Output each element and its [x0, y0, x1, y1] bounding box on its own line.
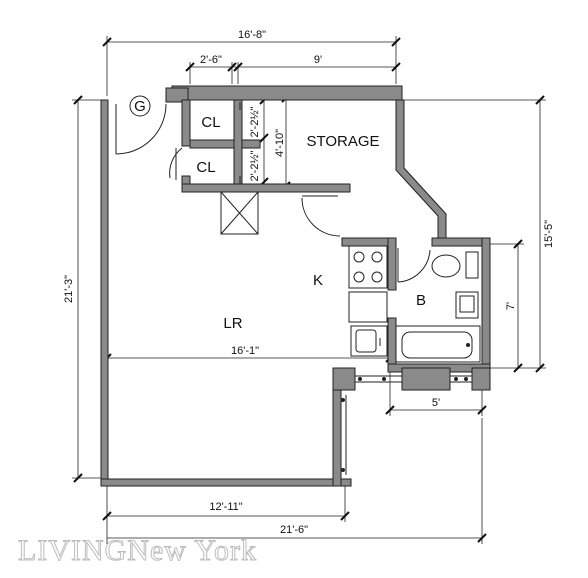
label-closet-upper: CL — [201, 114, 220, 131]
dim-closet-depth-lower: 2'-2½" — [249, 150, 261, 181]
dim-lr-width: 16'-1" — [231, 345, 259, 357]
room-labels: G CL CL STORAGE K B LR — [134, 98, 426, 332]
toilet-bowl — [431, 254, 461, 278]
dim-top-overall: 16'-8" — [238, 29, 266, 41]
doors — [115, 102, 431, 283]
stove — [348, 245, 388, 289]
fixtures — [129, 95, 481, 363]
label-storage: STORAGE — [306, 133, 379, 150]
windows — [340, 375, 472, 475]
dim-top-closet: 2'-6" — [200, 54, 222, 66]
dim-closet-depth-upper: 2'-2½" — [249, 106, 261, 137]
walls — [100, 85, 491, 487]
refrigerator — [348, 291, 388, 323]
toilet-tank — [465, 251, 479, 279]
label-kitchen: K — [313, 272, 323, 289]
dim-bath-width: 5' — [432, 397, 440, 409]
label-living-room: LR — [223, 315, 242, 332]
dimension-lines — [72, 36, 546, 544]
label-bath: B — [416, 292, 426, 309]
dim-bath-depth: 7' — [505, 302, 517, 310]
dim-top-storage: 9' — [314, 54, 322, 66]
watermark: LIVINGNew York — [18, 534, 257, 567]
dim-storage-depth: 4'-10" — [274, 129, 286, 157]
gas-meter-icon — [129, 95, 151, 117]
dim-left-overall: 21'-3" — [63, 275, 75, 303]
label-gas-meter: G — [134, 98, 146, 115]
dim-bottom-lr: 12'-11" — [209, 501, 242, 513]
dim-bottom-overall: 21'-6" — [280, 524, 308, 536]
label-closet-lower: CL — [196, 159, 215, 176]
dim-right-overall: 15'-5" — [543, 220, 555, 248]
dimension-labels: 16'-8" 2'-6" 9' 2'-2½" 2'-2½" 4'-10" 21'… — [63, 29, 555, 536]
